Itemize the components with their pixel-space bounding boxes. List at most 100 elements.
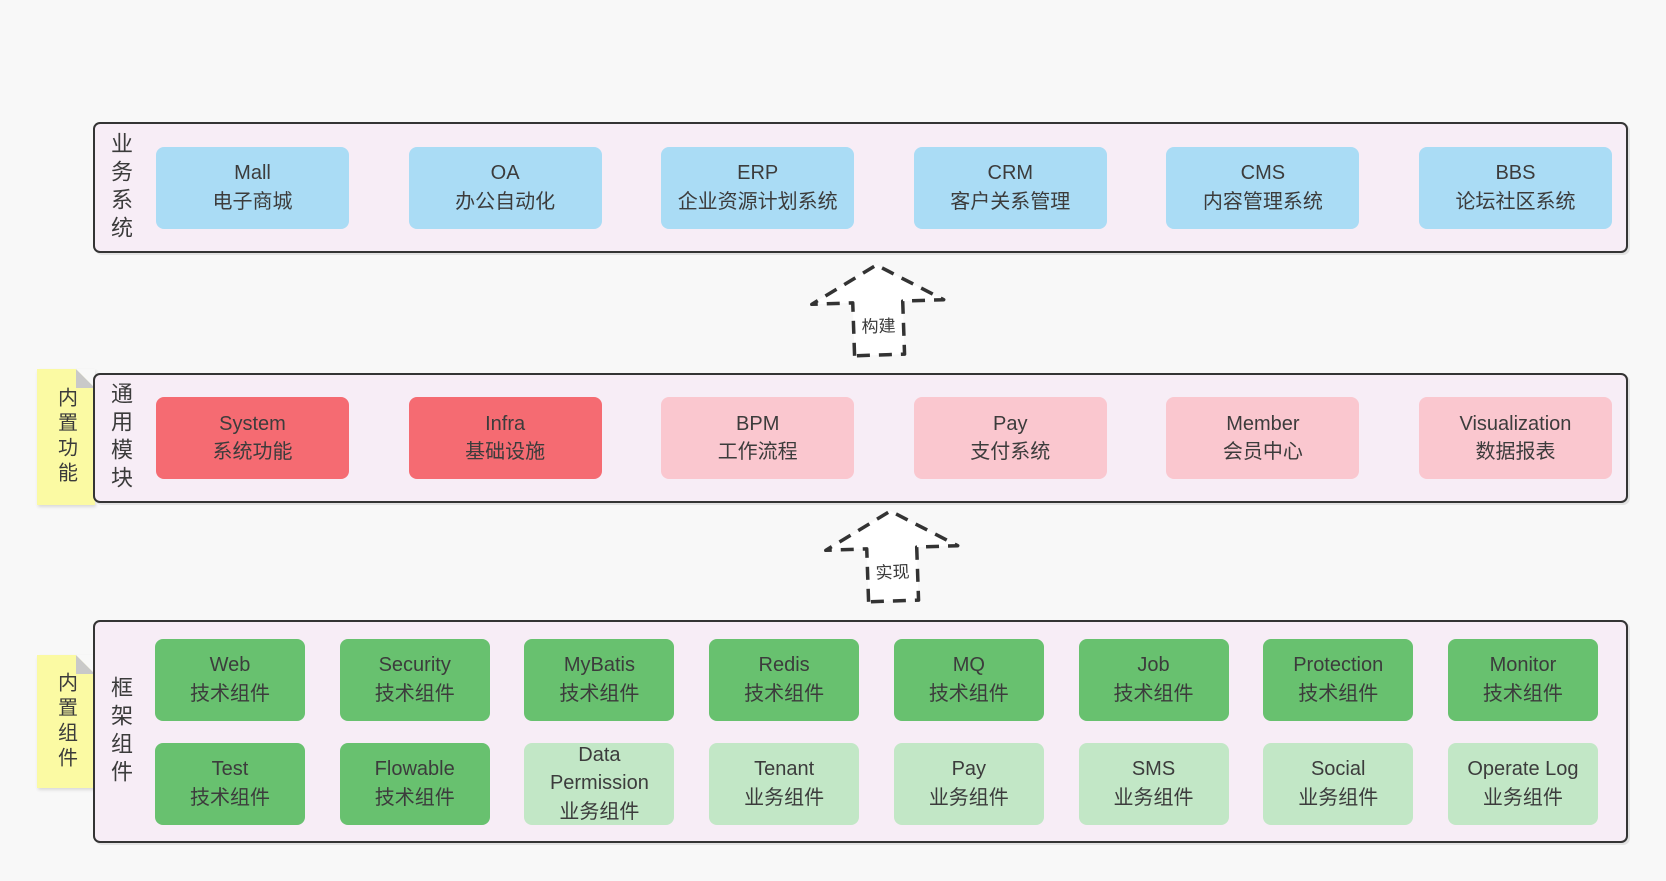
box-title: ERP [737,162,779,185]
sticky-note-builtin-components: 内置组件 [37,655,95,788]
box-title: Operate Log [1467,758,1579,781]
box-protection: Protection 技术组件 [1263,638,1414,721]
box-data-permission: Data Permission 业务组件 [524,742,675,825]
box-job: Job 技术组件 [1078,638,1229,721]
box-visualization: Visualization 数据报表 [1418,397,1612,479]
box-subtitle: 技术组件 [744,682,825,705]
box-subtitle: 技术组件 [1482,682,1563,705]
box-title: Security [378,654,451,677]
box-title: MQ [952,654,985,677]
box-member: Member 会员中心 [1166,397,1360,479]
box-social: Social 业务组件 [1263,742,1414,825]
box-subtitle: 电子商城 [212,190,293,213]
box-subtitle: 工作流程 [717,441,798,463]
box-bpm: BPM 工作流程 [661,397,855,479]
box-subtitle: 办公自动化 [455,190,556,213]
box-security: Security 技术组件 [339,638,490,721]
box-mybatis: MyBatis 技术组件 [524,638,675,721]
sticky-note-builtin-features: 内置功能 [37,369,95,505]
box-title: Test [211,758,249,781]
layer-label-col: 业务系统 [95,124,145,251]
box-title: Redis [758,654,810,677]
box-title: BBS [1495,162,1536,185]
box-sms: SMS 业务组件 [1078,742,1229,825]
box-subtitle: 内容管理系统 [1202,190,1323,213]
box-title: Protection [1293,654,1384,677]
dashed-up-arrow-icon [824,509,960,604]
box-crm: CRM 客户关系管理 [913,146,1107,229]
box-title: Web [209,654,251,677]
arrow-build-label: 构建 [858,311,899,338]
arrow-implement-label: 实现 [872,557,913,584]
box-title: CMS [1240,162,1286,185]
box-infra: Infra 基础设施 [408,397,602,479]
box-cms: CMS 内容管理系统 [1166,146,1360,229]
box-oa: OA 办公自动化 [408,146,602,229]
layer-label-business: 业务系统 [108,131,133,244]
box-title: Pay [951,758,987,781]
box-subtitle: 业务组件 [1482,786,1563,809]
box-subtitle: 业务组件 [744,786,825,809]
box-pay: Pay 支付系统 [913,397,1107,479]
box-subtitle: 论坛社区系统 [1455,190,1576,213]
box-system: System 系统功能 [156,397,349,479]
components-row-1: Web 技术组件 Security 技术组件 MyBatis 技术组件 Redi… [155,638,1598,721]
box-subtitle: 技术组件 [559,682,640,705]
layer-label-col: 框架组件 [95,622,145,841]
box-subtitle: 技术组件 [374,786,455,809]
box-subtitle: 系统功能 [212,441,293,463]
box-web: Web 技术组件 [155,638,305,721]
box-title: MyBatis [563,654,635,677]
box-title: Monitor [1489,654,1557,677]
box-bbs: BBS 论坛社区系统 [1418,146,1612,229]
box-title: Tenant [754,758,815,781]
box-subtitle: 业务组件 [1298,786,1379,809]
box-title: BPM [736,412,780,435]
box-title: Flowable [374,758,455,781]
box-title: SMS [1131,758,1176,781]
box-monitor: Monitor 技术组件 [1447,638,1598,721]
box-subtitle: 技术组件 [1113,682,1194,705]
box-subtitle: 支付系统 [970,441,1051,463]
components-row-2: Test 技术组件 Flowable 技术组件 Data Permission … [155,742,1598,825]
layer-framework-components: 框架组件 Web 技术组件 Security 技术组件 MyBatis 技术组件… [93,620,1628,843]
modules-boxes-row: System 系统功能 Infra 基础设施 BPM 工作流程 Pay 支付系统… [145,375,1626,501]
box-subtitle: 企业资源计划系统 [677,190,838,213]
layer-label-components: 框架组件 [108,675,133,788]
layer-common-modules: 通用模块 System 系统功能 Infra 基础设施 BPM 工作流程 Pay… [93,373,1628,503]
sticky-label: 内置组件 [54,671,77,772]
box-title: System [219,412,286,435]
box-subtitle: 业务组件 [559,800,640,823]
layer-label-col: 通用模块 [95,375,145,501]
box-title: Member [1226,412,1300,435]
box-subtitle: 业务组件 [928,786,1009,809]
arrow-implement: 实现 [820,506,963,607]
box-mall: Mall 电子商城 [156,146,349,229]
box-subtitle: 客户关系管理 [950,190,1071,213]
box-subtitle: 技术组件 [928,682,1009,705]
box-title: Visualization [1459,412,1572,435]
layer-business-systems: 业务系统 Mall 电子商城 OA 办公自动化 ERP 企业资源计划系统 CRM… [93,122,1628,253]
box-redis: Redis 技术组件 [709,638,860,721]
box-subtitle: 基础设施 [465,441,546,463]
box-title: Social [1310,758,1366,781]
box-title: CRM [987,162,1034,185]
box-title: Infra [485,412,526,435]
layer-label-modules: 通用模块 [108,382,133,494]
box-title: Job [1137,654,1170,677]
components-rows: Web 技术组件 Security 技术组件 MyBatis 技术组件 Redi… [145,622,1626,841]
box-subtitle: 数据报表 [1475,441,1556,463]
box-subtitle: 技术组件 [1298,682,1379,705]
box-test: Test 技术组件 [155,742,305,825]
dashed-up-arrow-icon [810,263,946,358]
box-tenant: Tenant 业务组件 [709,742,860,825]
box-subtitle: 技术组件 [190,682,270,705]
box-title: OA [490,162,520,185]
box-subtitle: 技术组件 [190,786,270,809]
box-title: Mall [234,162,271,185]
business-boxes-row: Mall 电子商城 OA 办公自动化 ERP 企业资源计划系统 CRM 客户关系… [145,124,1626,251]
box-erp: ERP 企业资源计划系统 [661,146,855,229]
box-operate-log: Operate Log 业务组件 [1447,742,1598,825]
box-subtitle: 业务组件 [1113,786,1194,809]
